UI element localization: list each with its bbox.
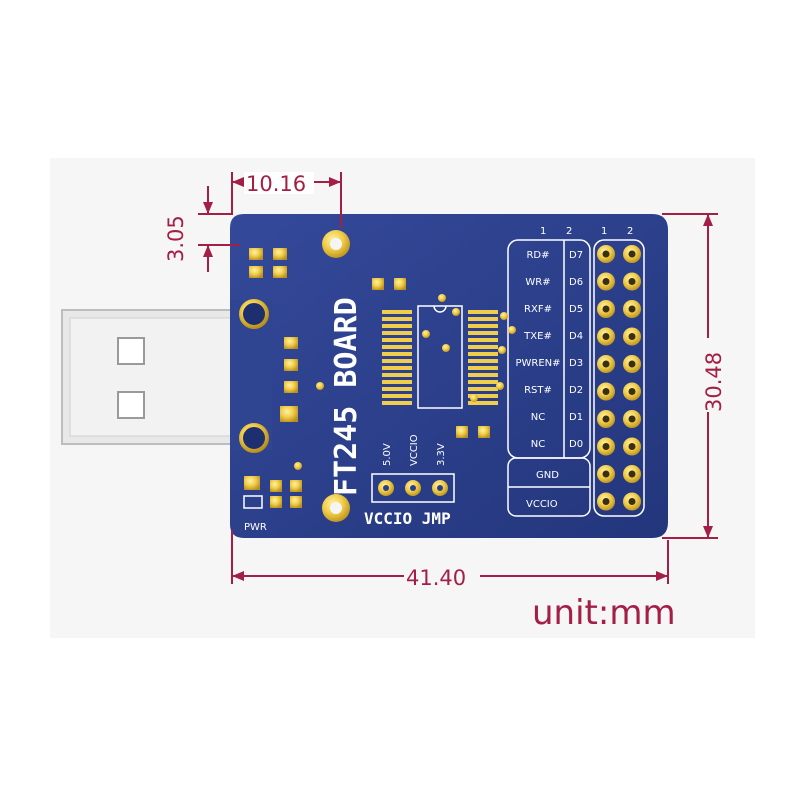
chip-pad: [468, 324, 498, 328]
chip-pad: [382, 345, 412, 349]
data-label: D7: [569, 250, 583, 261]
data-label: D4: [569, 331, 583, 342]
pin-col-label-2: 2: [627, 226, 633, 237]
chip-pad: [468, 345, 498, 349]
data-label: D5: [569, 304, 583, 315]
chip-pad: [468, 310, 498, 314]
chip-pad: [382, 366, 412, 370]
gnd-label: GND: [536, 470, 559, 481]
data-label: D3: [569, 358, 583, 369]
header-pin-hole: [602, 388, 610, 395]
jumper-option-vccio: VCCIO: [409, 434, 420, 466]
data-label: D0: [569, 439, 583, 450]
vccio-label: VCCIO: [526, 499, 558, 510]
header-col-label-1: 1: [540, 226, 546, 237]
usb-tabs: [230, 299, 272, 453]
dim-top-offset: 3.05: [164, 215, 188, 262]
header-pin-hole: [628, 360, 636, 368]
pwr-led: [243, 495, 263, 509]
right-dim-label-bg: [700, 338, 722, 412]
pcb-board: [230, 214, 668, 538]
chip-pad: [468, 394, 498, 398]
chip-pad: [382, 331, 412, 335]
chip-pad: [468, 338, 498, 342]
signal-label: TXE#: [523, 331, 552, 342]
signal-table: [507, 239, 591, 517]
header-pin-hole: [602, 498, 610, 505]
bottom-dim-label-bg: [404, 566, 480, 588]
chip-pad: [382, 317, 412, 321]
mounting-holes: [322, 230, 350, 522]
ft245-chip: [417, 305, 463, 409]
header-pin-hole: [602, 443, 610, 450]
chip-pad: [468, 366, 498, 370]
chip-pad: [382, 380, 412, 384]
jumper-option-5v: 5.0V: [382, 443, 393, 466]
header-pin-hole: [602, 278, 610, 285]
jumper-label: VCCIO JMP: [364, 509, 451, 528]
dim-top-width: 10.16: [246, 172, 306, 196]
chip-pad: [382, 310, 412, 314]
header-pin-hole: [602, 415, 610, 423]
header-pin-hole: [628, 333, 636, 340]
data-label: D1: [569, 412, 583, 423]
smd-pads: [244, 248, 490, 508]
signal-label: WR#: [525, 277, 550, 288]
header-pin-hole: [628, 250, 636, 258]
vias: [294, 294, 516, 470]
chip-pad: [382, 338, 412, 342]
header-pin-hole: [602, 250, 610, 258]
header-pin-hole: [628, 443, 636, 450]
chip-pad: [382, 387, 412, 391]
signal-label: RXF#: [524, 304, 552, 315]
header-pin-hole: [602, 360, 610, 368]
signal-label: NC: [531, 439, 545, 450]
pin-header-outline: [593, 239, 645, 517]
pwr-label: PWR: [244, 522, 267, 533]
header-pin-hole: [602, 470, 610, 478]
header-pin-hole: [628, 470, 636, 478]
chip-pad: [382, 324, 412, 328]
vccio-jumper: [371, 473, 455, 503]
chip-pad: [468, 380, 498, 384]
header-pin-hole: [602, 305, 610, 313]
jumper-option-3v3: 3.3V: [436, 443, 447, 466]
chip-pad: [468, 331, 498, 335]
chip-pad: [382, 373, 412, 377]
header-col-label-2: 2: [566, 226, 572, 237]
header-pin-hole: [602, 333, 610, 340]
header-pin-hole: [628, 305, 636, 313]
header-pin-hole: [628, 498, 636, 505]
chip-pad: [468, 387, 498, 391]
header-pin-hole: [628, 278, 636, 285]
chip-pad: [382, 359, 412, 363]
chip-pad: [468, 352, 498, 356]
chip-pad: [468, 401, 498, 405]
signal-label: PWREN#: [515, 358, 560, 369]
header-pin-hole: [628, 415, 636, 423]
data-label: D2: [569, 385, 583, 396]
data-label: D6: [569, 277, 583, 288]
signal-label: RST#: [524, 385, 552, 396]
board-name: FT245 BOARD: [329, 297, 364, 496]
signal-label: NC: [531, 412, 545, 423]
dim-width: 41.40: [406, 566, 466, 590]
top-dim-label-bg: [244, 172, 314, 194]
pin-header: [597, 245, 641, 511]
dim-height: 30.48: [702, 352, 726, 412]
chip-pad: [382, 401, 412, 405]
unit-label: unit:mm: [532, 593, 676, 633]
signal-label: RD#: [526, 250, 549, 261]
chip-pad: [468, 359, 498, 363]
chip-pad: [468, 373, 498, 377]
header-pin-hole: [628, 388, 636, 395]
chip-pad: [468, 317, 498, 321]
chip-pad: [382, 394, 412, 398]
pin-col-label-1: 1: [601, 226, 607, 237]
chip-pad: [382, 352, 412, 356]
chip-pads: [382, 310, 498, 405]
